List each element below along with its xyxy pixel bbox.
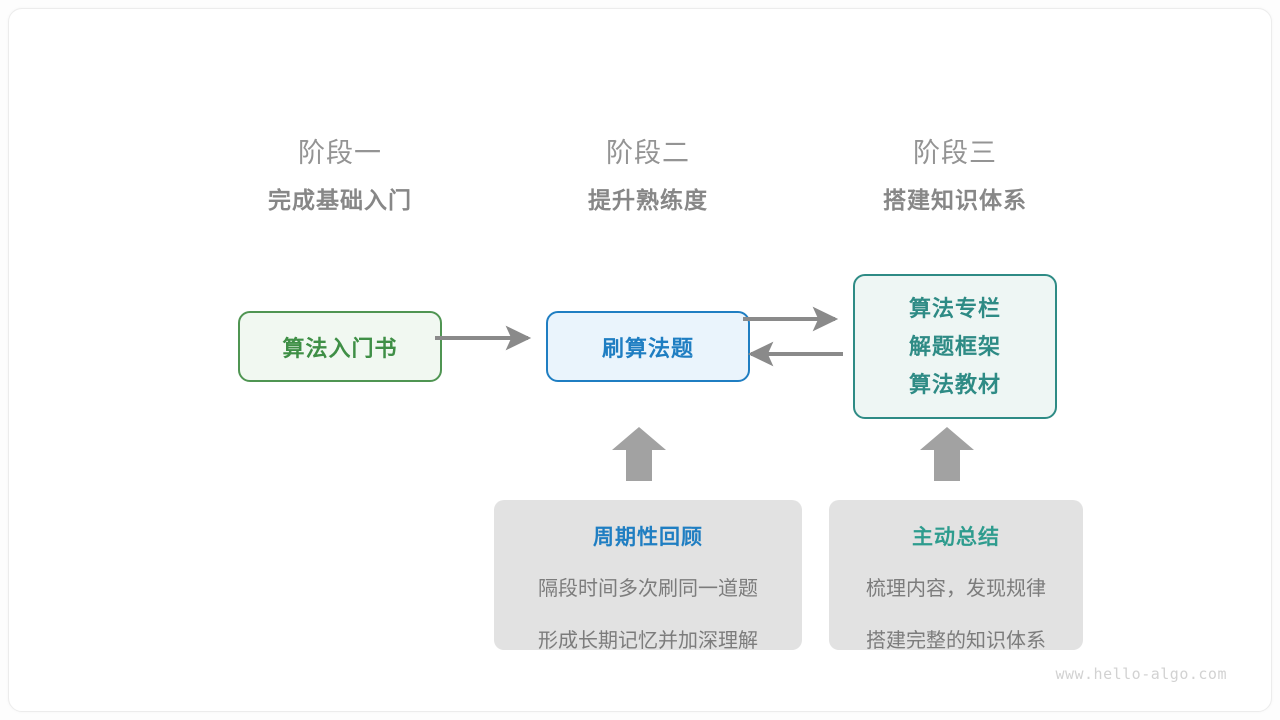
stage-3-title: 搭建知识体系 — [883, 187, 1027, 213]
stage-header-2: 阶段二 提升熟练度 — [518, 135, 778, 217]
watermark-url: www.hello-algo.com — [1055, 665, 1227, 683]
node-practice-problems-label: 刷算法题 — [601, 335, 694, 361]
stage-3-number: 阶段三 — [913, 138, 997, 168]
stage-1-title: 完成基础入门 — [268, 187, 412, 213]
note-periodic-review-line-1: 隔段时间多次刷同一道题 — [538, 578, 758, 600]
note-active-summary-line-2: 搭建完整的知识体系 — [866, 630, 1046, 652]
note-periodic-review-title: 周期性回顾 — [593, 526, 703, 549]
node-learning-resources: 算法专栏 解题框架 算法教材 — [853, 274, 1057, 419]
stage-2-title: 提升熟练度 — [588, 187, 708, 213]
note-active-summary-title: 主动总结 — [912, 526, 1000, 549]
stage-header-3: 阶段三 搭建知识体系 — [825, 135, 1085, 217]
note-active-summary: 主动总结 梳理内容，发现规律 搭建完整的知识体系 — [829, 500, 1083, 652]
stage-header-1: 阶段一 完成基础入门 — [210, 135, 470, 217]
node-learning-resources-line-2: 解题框架 — [908, 333, 1001, 359]
node-learning-resources-line-3: 算法教材 — [908, 371, 1001, 397]
stage-1-number: 阶段一 — [298, 138, 382, 168]
note-periodic-review: 周期性回顾 隔段时间多次刷同一道题 形成长期记忆并加深理解 — [494, 500, 802, 652]
node-practice-problems: 刷算法题 — [546, 311, 750, 382]
node-algorithm-intro-book-label: 算法入门书 — [282, 335, 398, 361]
node-algorithm-intro-book: 算法入门书 — [238, 311, 442, 382]
node-learning-resources-line-1: 算法专栏 — [908, 295, 1001, 321]
diagram-card: 阶段一 完成基础入门 阶段二 提升熟练度 阶段三 搭建知识体系 算法入门书 刷算… — [8, 8, 1272, 712]
stage-2-number: 阶段二 — [606, 138, 690, 168]
note-periodic-review-line-2: 形成长期记忆并加深理解 — [538, 630, 758, 652]
note-active-summary-line-1: 梳理内容，发现规律 — [866, 578, 1046, 600]
